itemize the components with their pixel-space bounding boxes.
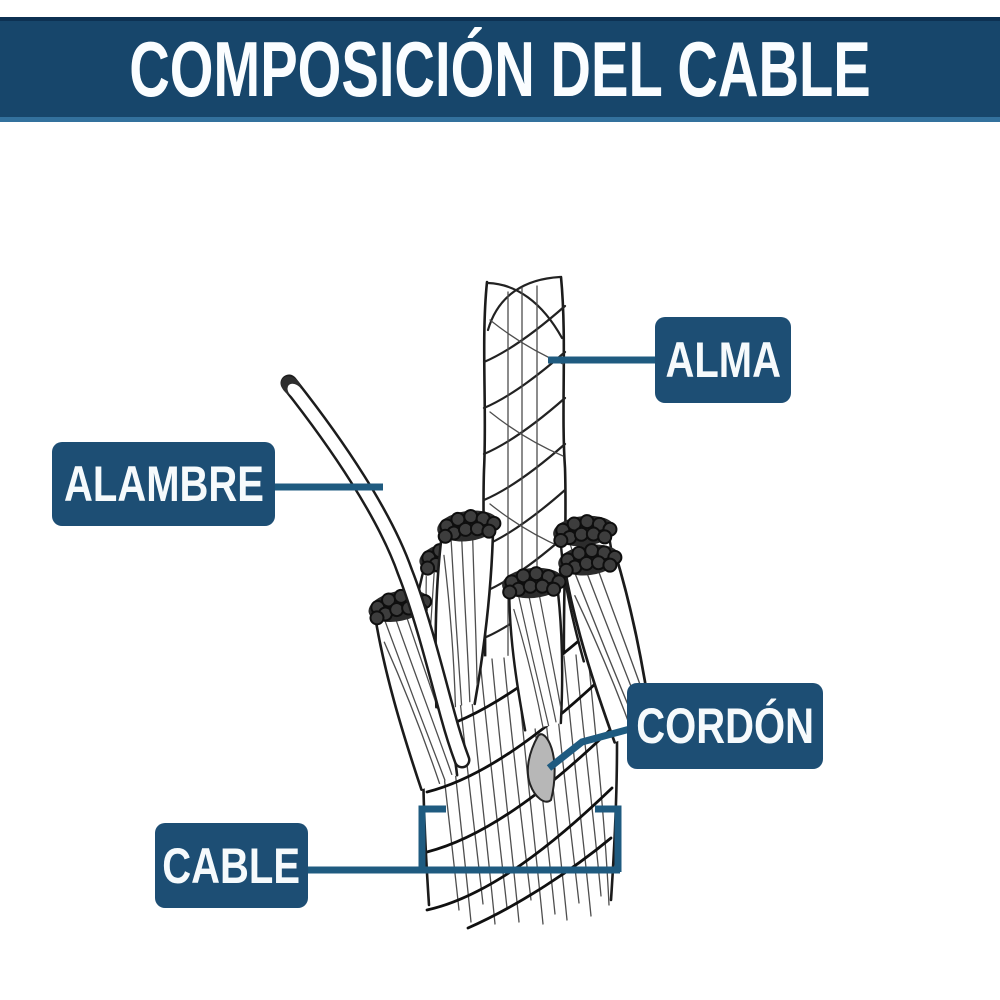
label-cordon: CORDÓN <box>627 683 823 769</box>
label-cordon-text: CORDÓN <box>636 698 814 754</box>
page-title: COMPOSICIÓN DEL CABLE <box>129 25 871 113</box>
single-wire <box>280 374 471 769</box>
cordon-highlight <box>526 733 556 803</box>
label-alambre-text: ALAMBRE <box>63 456 264 512</box>
title-bar: COMPOSICIÓN DEL CABLE <box>0 17 1000 122</box>
cable-bracket-left <box>418 805 446 872</box>
cable-bracket-right <box>595 805 622 872</box>
label-alma-text: ALMA <box>665 332 781 388</box>
label-alambre: ALAMBRE <box>52 442 275 526</box>
connector-lines <box>275 356 660 874</box>
cable-body <box>421 610 619 930</box>
label-cable-text: CABLE <box>162 837 301 894</box>
label-alma: ALMA <box>655 317 791 403</box>
label-cable: CABLE <box>155 823 308 908</box>
cordon-connector-line <box>546 725 631 771</box>
